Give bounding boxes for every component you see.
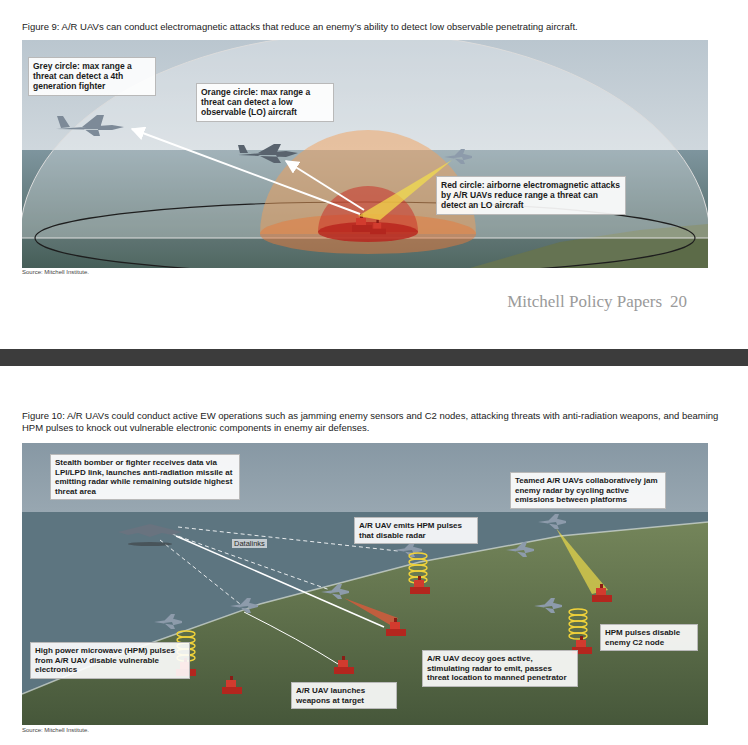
callout-text: High power microwave (HPM) pulses from A… <box>35 646 185 675</box>
ar-uav <box>534 598 562 613</box>
callout-box: HPM pulses disable enemy C2 node <box>600 624 698 651</box>
callout-box: A/R UAV launches weapons at target <box>291 682 397 709</box>
callout-text: HPM pulses disable enemy C2 node <box>605 628 693 647</box>
lo-fighter <box>238 144 298 163</box>
anti-radiation-missile-path <box>176 536 384 627</box>
ar-uav <box>444 149 472 164</box>
ar-uav <box>154 614 182 629</box>
callout-box: A/R UAV decoy goes active, stimulating r… <box>422 650 578 687</box>
page-number: 20 <box>670 291 710 312</box>
callout-text: A/R UAV decoy goes active, stimulating r… <box>427 654 573 683</box>
running-footer: Mitchell Policy Papers <box>430 291 662 312</box>
detection-arrow <box>286 161 364 210</box>
decoy-emission <box>344 598 398 626</box>
hpm-pulses <box>569 609 587 639</box>
radar-site <box>370 220 386 234</box>
callout-text: Grey circle: max range a threat can dete… <box>33 61 151 92</box>
fighter-4th-gen <box>56 115 124 136</box>
sea <box>22 512 708 725</box>
callout-text: A/R UAV emits HPM pulses that disable ra… <box>359 521 473 540</box>
weapon-path <box>244 612 338 664</box>
callout-text: Teamed A/R UAVs collaboratively jam enem… <box>515 476 661 505</box>
ar-uav <box>506 542 534 557</box>
callout-text: Orange circle: max range a threat can de… <box>201 87 329 118</box>
stealth-bomber <box>118 524 182 537</box>
datalink-label: Datalinks <box>232 539 267 548</box>
callout-box: Grey circle: max range a threat can dete… <box>28 57 156 96</box>
air-defense-launcher <box>222 676 242 694</box>
figure-caption: Figure 9: A/R UAVs can conduct electroma… <box>22 21 734 33</box>
callout-box: Stealth bomber or fighter receives data … <box>50 454 240 500</box>
figure-9-scene <box>22 40 708 268</box>
enemy-radar <box>592 584 612 602</box>
callout-box: Red circle: airborne electromagnetic att… <box>436 176 626 215</box>
detection-arrow <box>132 129 360 214</box>
enemy-radar <box>386 618 406 636</box>
bomber-shadow <box>128 542 172 546</box>
land <box>22 522 708 725</box>
launcher-target <box>334 656 354 674</box>
page-break-bar <box>0 349 748 366</box>
ar-uav <box>321 584 349 599</box>
callout-text: Stealth bomber or fighter receives data … <box>55 458 235 496</box>
grey-detection-dome <box>22 40 708 238</box>
callout-box: High power microwave (HPM) pulses from A… <box>30 642 190 679</box>
shoreline <box>22 522 708 694</box>
enemy-radar <box>410 576 430 594</box>
callout-text: A/R UAV launches weapons at target <box>296 686 392 705</box>
source-note: Source: Mitchell Institute. <box>22 727 222 735</box>
ar-uav <box>394 542 422 557</box>
sky <box>22 443 708 725</box>
ar-uav <box>230 598 258 613</box>
source-note: Source: Mitchell Institute. <box>22 269 222 277</box>
ar-uav <box>538 514 566 529</box>
callout-box: Orange circle: max range a threat can de… <box>196 83 334 122</box>
figure-caption: Figure 10: A/R UAVs could conduct active… <box>22 410 726 434</box>
callout-box: A/R UAV emits HPM pulses that disable ra… <box>354 517 478 544</box>
figure-10-scene <box>22 443 708 725</box>
callout-box: Teamed A/R UAVs collaboratively jam enem… <box>510 472 666 509</box>
callout-text: Red circle: airborne electromagnetic att… <box>441 180 621 211</box>
